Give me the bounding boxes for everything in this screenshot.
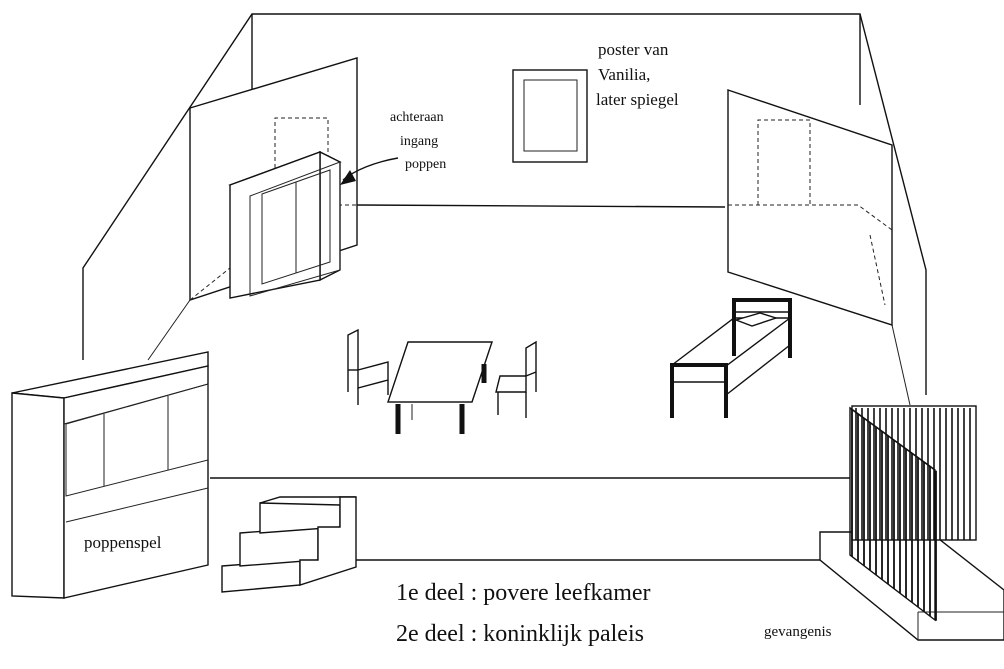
- chair-right: [495, 340, 537, 418]
- prison-back-bars-frame: [851, 405, 977, 541]
- bed: [669, 298, 793, 418]
- table-top: [387, 341, 493, 403]
- chair-left-back: [347, 328, 359, 392]
- right-flat-floor-dash: [728, 204, 893, 231]
- right-flat-panel: [727, 89, 893, 326]
- steps: [221, 496, 357, 593]
- left-flat-floor-dash: [189, 267, 231, 301]
- entrance-arrow: [340, 157, 399, 185]
- bed-pillow: [733, 312, 779, 327]
- poster-outer: [512, 69, 588, 163]
- part1-label: 1e deel : povere leefkamer: [396, 580, 651, 606]
- prison-label: gevangenis: [764, 624, 832, 640]
- right-flat: [727, 89, 893, 326]
- cabinet-front: [63, 365, 209, 599]
- back-entrance-door: [274, 117, 329, 210]
- prison-top-rail: [849, 407, 936, 471]
- right-floor-edge: [891, 324, 911, 406]
- puppet-show-cabinet: [11, 351, 209, 599]
- arrow-head: [340, 170, 356, 185]
- annotations: poster van Vanilia, later spiegel achter…: [84, 40, 832, 647]
- prison: [819, 405, 1004, 641]
- chair-right-seat: [495, 375, 527, 393]
- right-flat-side-dash: [869, 234, 886, 306]
- entrance-label-line1: achteraan: [390, 110, 444, 125]
- bed-footboard: [670, 363, 728, 418]
- chair-right-back: [525, 340, 537, 392]
- cabinet-lower-line: [65, 487, 209, 523]
- left-floor-edge: [147, 299, 191, 361]
- back-floor-line: [356, 204, 726, 208]
- entrance-label-line3: poppen: [405, 157, 446, 172]
- part2-label: 2e deel : koninklijk paleis: [396, 621, 644, 647]
- prison-bars: [851, 408, 971, 621]
- poster-label-line3: later spiegel: [596, 90, 679, 109]
- poster-label-line1: poster van: [598, 40, 669, 59]
- chair-left: [347, 328, 389, 405]
- room-outline: [82, 13, 927, 561]
- wardrobe-inner: [261, 169, 331, 285]
- bed-headboard: [732, 298, 792, 358]
- chair-left-seat: [357, 361, 389, 389]
- poster-frame: [512, 69, 588, 163]
- cabinet-side: [11, 392, 65, 599]
- steps-side: [299, 496, 357, 586]
- entrance-label-line2: ingang: [400, 134, 438, 149]
- ceiling-edges: [82, 13, 927, 395]
- wardrobe: [228, 150, 342, 299]
- wardrobe-doors-frame: [249, 161, 341, 297]
- table: [387, 341, 493, 434]
- poster-label-line2: Vanilia,: [598, 65, 650, 84]
- cabinet-window: [65, 383, 209, 497]
- wardrobe-front: [229, 150, 321, 299]
- poster-inner: [523, 79, 578, 152]
- right-door-dash: [757, 119, 811, 205]
- chair-right-rail: [525, 371, 537, 377]
- puppet-show-label: poppenspel: [84, 533, 162, 552]
- bed-side-rail: [725, 344, 791, 396]
